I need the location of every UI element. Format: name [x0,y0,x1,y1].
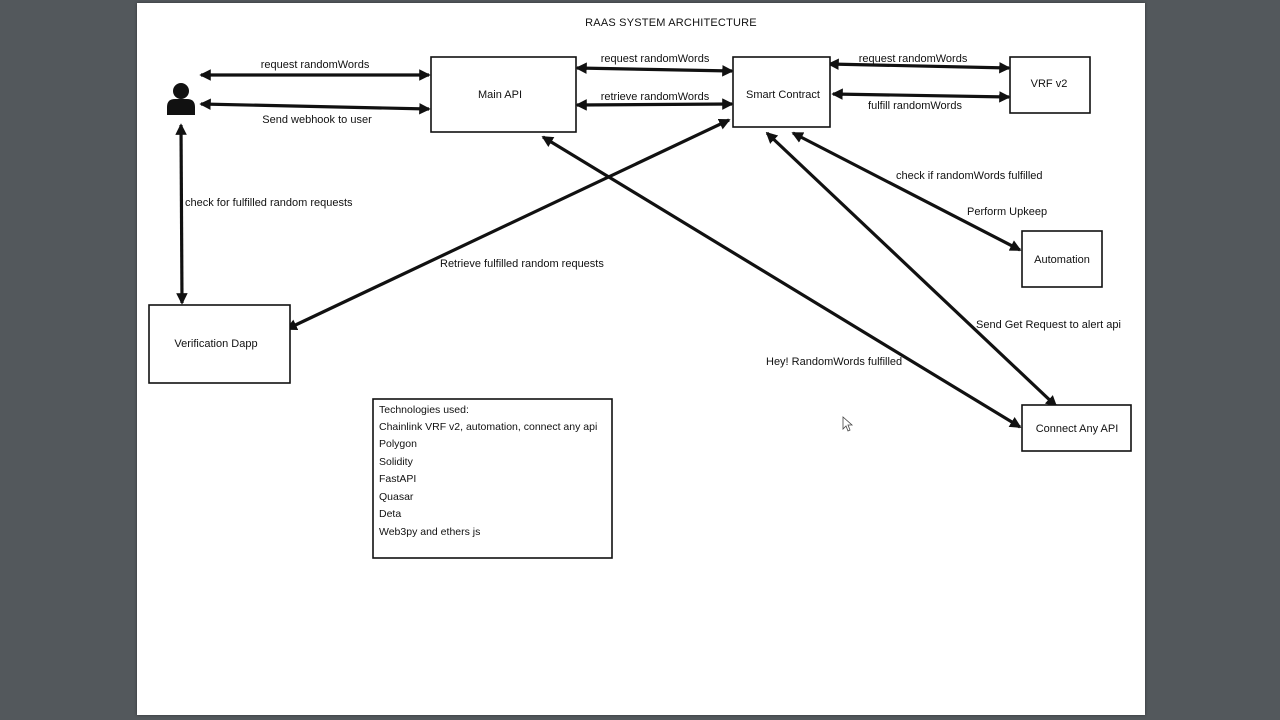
node-automation: Automation [1021,230,1103,288]
technology-item: Solidity [379,456,414,468]
edge-main-connect-api [541,135,1022,429]
technology-item: Chainlink VRF v2, automation, connect an… [379,421,597,433]
label-user-dapp-check: check for fulfilled random requests [185,197,353,209]
node-main-api: Main API [430,56,577,133]
edge-main-sc-request [575,62,734,77]
diagram-canvas: RAAS SYSTEM ARCHITECTURE Main API Smart … [137,3,1145,715]
node-verification-dapp: Verification Dapp [148,304,291,384]
edge-user-dapp [175,123,188,305]
label-sc-vrf-fulfill: fulfill randomWords [868,100,962,112]
node-smart-contract: Smart Contract [732,56,831,128]
node-connect-any-api-label: Connect Any API [1036,423,1119,435]
technology-item: Deta [379,508,401,520]
technology-item: Polygon [379,438,417,450]
technologies-heading: Technologies used: [379,404,469,416]
node-vrf: VRF v2 [1009,56,1091,114]
label-sc-dapp-retrieve: Retrieve fulfilled random requests [440,258,604,270]
node-main-api-label: Main API [478,89,522,101]
node-vrf-label: VRF v2 [1031,78,1068,90]
label-sc-api-send: Send Get Request to alert api [976,319,1121,331]
user-icon [167,83,195,115]
architecture-diagram: RAAS SYSTEM ARCHITECTURE Main API Smart … [148,17,1132,559]
label-sc-auto-upkeep: Perform Upkeep [967,206,1047,218]
node-automation-label: Automation [1034,254,1090,266]
label-main-api-hey: Hey! RandomWords fulfilled [766,356,902,368]
label-sc-vrf-request: request randomWords [859,53,968,65]
diagram-title: RAAS SYSTEM ARCHITECTURE [585,17,757,29]
technology-item: Quasar [379,491,414,503]
label-main-sc-retrieve: retrieve randomWords [601,91,710,103]
label-user-main-webhook: Send webhook to user [262,114,372,126]
edge-sc-vrf-fulfill [831,88,1011,103]
technology-item: FastAPI [379,473,416,485]
node-verification-dapp-label: Verification Dapp [174,338,257,350]
cursor-icon [842,416,854,432]
edge-sc-vrf-request [827,58,1011,74]
label-sc-auto-check: check if randomWords fulfilled [896,170,1043,182]
label-user-main-request: request randomWords [261,59,370,71]
edge-user-main-webhook [199,98,431,115]
technology-item: Web3py and ethers js [379,526,480,538]
edge-main-sc-retrieve [575,98,734,111]
label-main-sc-request: request randomWords [601,53,710,65]
edge-sc-dapp [285,118,731,331]
node-smart-contract-label: Smart Contract [746,89,820,101]
technologies-box: Technologies used: Chainlink VRF v2, aut… [372,398,613,559]
node-connect-any-api: Connect Any API [1021,404,1132,452]
